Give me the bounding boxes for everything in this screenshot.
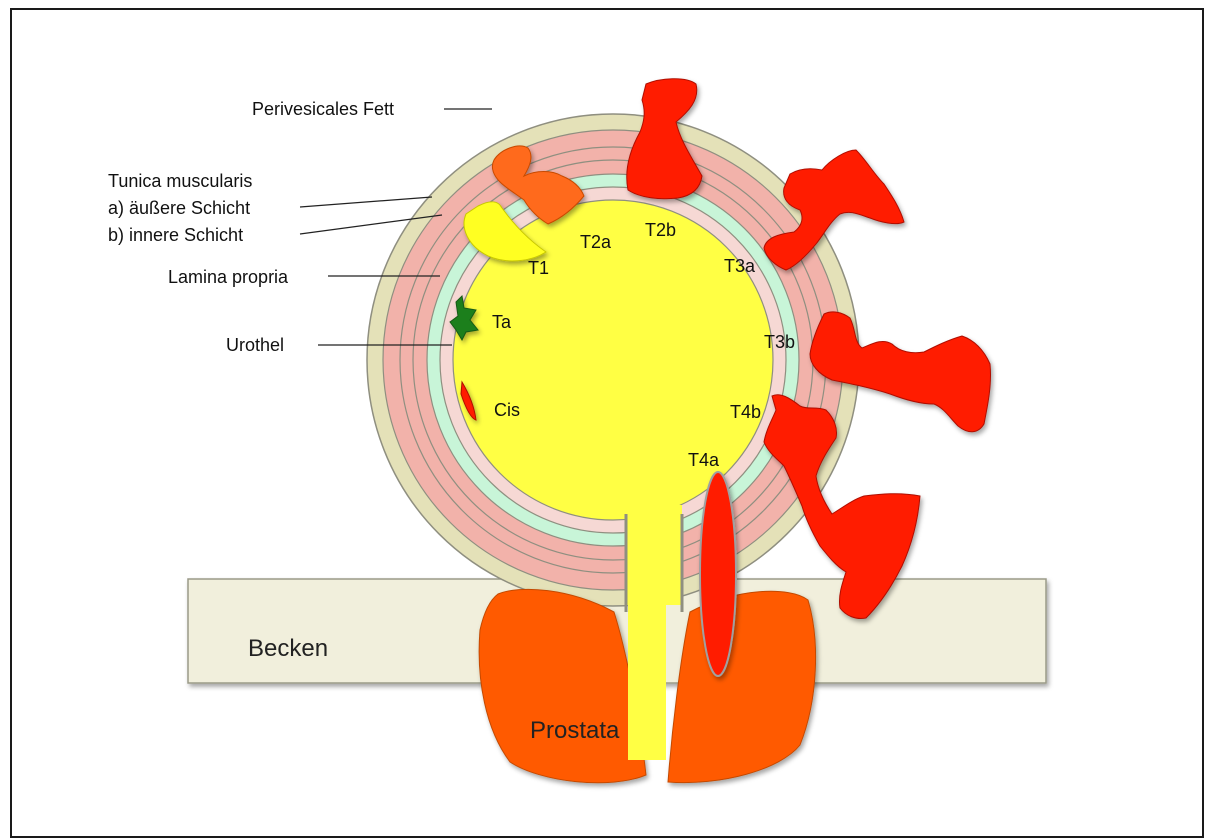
stage-t4b-label: T4b: [730, 402, 761, 422]
stage-t4a-label: T4a: [688, 450, 720, 470]
prostate-urethra: [628, 600, 666, 760]
tumor-t4a: [700, 472, 736, 676]
stage-t3b-label: T3b: [764, 332, 795, 352]
outer-layer-leader: [300, 197, 432, 207]
stage-t3a-label: T3a: [724, 256, 756, 276]
stage-t2a-label: T2a: [580, 232, 612, 252]
stage-ta-label: Ta: [492, 312, 512, 332]
lamina-propria-label: Lamina propria: [168, 267, 289, 287]
tunica-muscularis-label: Tunica muscularis: [108, 171, 252, 191]
inner-layer-label: b) innere Schicht: [108, 225, 243, 245]
urethra-channel: [626, 505, 682, 605]
prostate-label: Prostata: [530, 717, 620, 744]
outer-layer-label: a) äußere Schicht: [108, 198, 250, 218]
urothel-label: Urothel: [226, 335, 284, 355]
pelvis-label: Becken: [248, 635, 328, 662]
stage-t1-label: T1: [528, 258, 549, 278]
stage-t2b-label: T2b: [645, 220, 676, 240]
perivesical-fat-label: Perivesicales Fett: [252, 99, 394, 119]
prostate: Prostata: [479, 589, 815, 782]
bladder-staging-diagram: Becken Prostata: [0, 0, 1217, 819]
stage-cis-label: Cis: [494, 400, 520, 420]
prostate-right-lobe: [668, 591, 816, 782]
